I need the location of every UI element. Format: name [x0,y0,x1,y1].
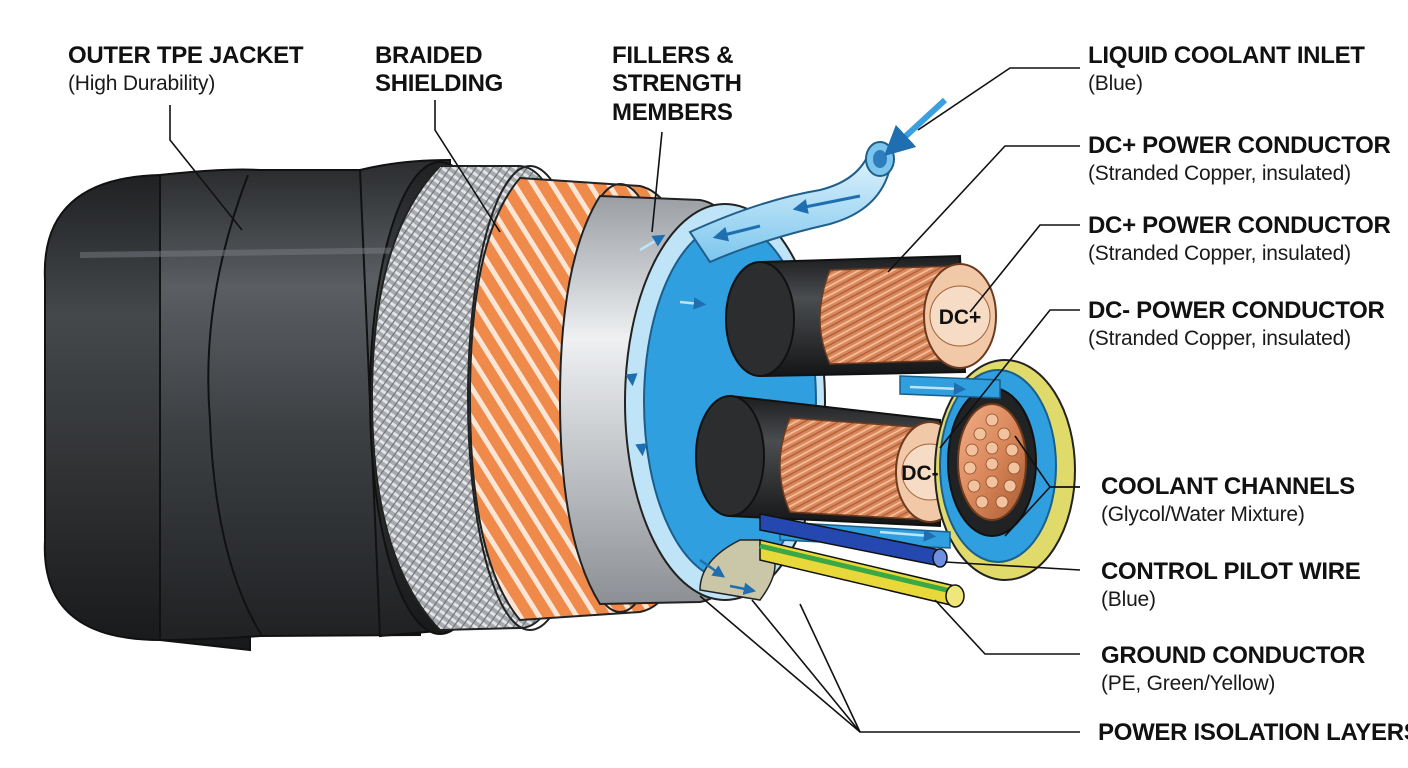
label-isolation-layers: POWER ISOLATION LAYERS [1098,719,1408,747]
label-dc-plus-1: DC+ POWER CONDUCTOR (Stranded Copper, in… [1088,132,1391,187]
dc-minus-conductor [695,394,965,528]
label-coolant-inlet: LIQUID COOLANT INLET (Blue) [1088,42,1365,97]
label-dc-minus-title: DC- POWER CONDUCTOR [1088,297,1385,324]
pilot-and-ground-wires [759,513,965,608]
label-outer-jacket-title: OUTER TPE JACKET [68,42,304,69]
label-isolation-layers-title: POWER ISOLATION LAYERS [1098,719,1408,746]
label-fillers: FILLERS & STRENGTH MEMBERS [612,42,742,127]
label-dc-plus-2-subtitle: (Stranded Copper, insulated) [1088,242,1351,266]
label-outer-jacket: OUTER TPE JACKET (High Durability) [68,42,304,97]
label-coolant-channels: COOLANT CHANNELS (Glycol/Water Mixture) [1101,473,1355,528]
label-pilot-wire-subtitle: (Blue) [1101,588,1156,612]
label-coolant-inlet-title: LIQUID COOLANT INLET [1088,42,1365,69]
label-dc-minus-subtitle: (Stranded Copper, insulated) [1088,327,1351,351]
label-fillers-line1: FILLERS & [612,42,734,69]
label-outer-jacket-subtitle: (High Durability) [68,72,216,96]
dc-plus-mark: DC+ [939,306,982,329]
label-ground-conductor-subtitle: (PE, Green/Yellow) [1101,672,1276,696]
label-ground-conductor-title: GROUND CONDUCTOR [1101,642,1366,669]
label-dc-plus-2-title: DC+ POWER CONDUCTOR [1088,212,1391,239]
dc-minus-mark: DC- [901,462,938,485]
dc-plus-conductor-2 [934,359,1076,581]
label-fillers-line3: MEMBERS [612,98,733,126]
label-pilot-wire: CONTROL PILOT WIRE (Blue) [1101,558,1361,613]
label-dc-plus-2: DC+ POWER CONDUCTOR (Stranded Copper, in… [1088,212,1391,267]
label-dc-minus: DC- POWER CONDUCTOR (Stranded Copper, in… [1088,297,1385,352]
label-braided-shielding-line2: SHIELDING [375,70,503,98]
dc-plus-conductor [725,254,997,378]
label-dc-plus-1-title: DC+ POWER CONDUCTOR [1088,132,1391,159]
label-braided-shielding-line1: BRAIDED [375,42,483,69]
label-coolant-channels-subtitle: (Glycol/Water Mixture) [1101,503,1305,527]
label-coolant-inlet-subtitle: (Blue) [1088,72,1143,96]
label-fillers-line2: STRENGTH [612,70,742,98]
label-pilot-wire-title: CONTROL PILOT WIRE [1101,558,1361,585]
label-dc-plus-1-subtitle: (Stranded Copper, insulated) [1088,162,1351,186]
leader-lines [169,67,1081,733]
coolant-inlet-tube [688,97,948,264]
label-ground-conductor: GROUND CONDUCTOR (PE, Green/Yellow) [1101,642,1365,697]
label-coolant-channels-title: COOLANT CHANNELS [1101,473,1355,500]
label-braided-shielding: BRAIDED SHIELDING [375,42,503,99]
